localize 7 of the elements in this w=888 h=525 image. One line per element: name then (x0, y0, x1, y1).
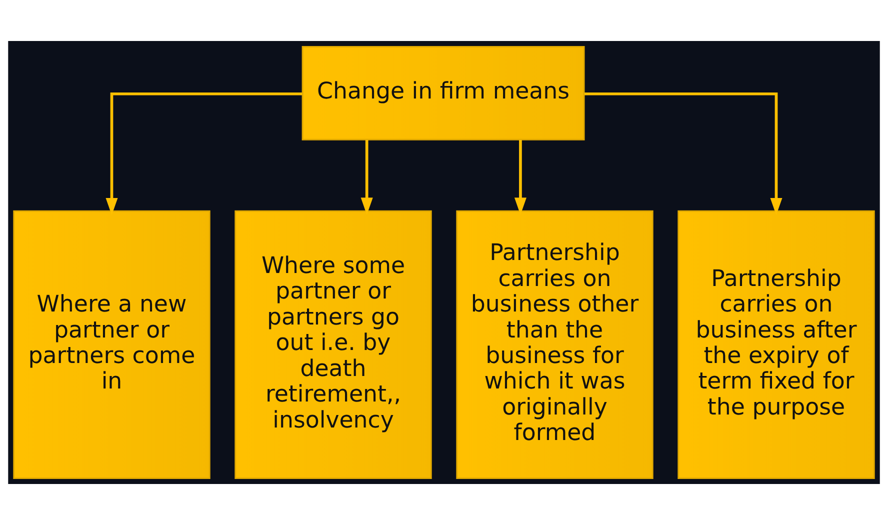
arrow (514, 140, 526, 215)
node-box: Partnership carries on business other than the business for which it was originally formed (456, 210, 654, 479)
arrow (360, 140, 373, 215)
node-box: Where a new partner or partners come in (13, 210, 210, 479)
node-box: Where some partner or partners go out i.e. by death retirement,, insolvency (234, 210, 432, 479)
node-box: Partnership carries on business after the expiry of term fixed for the purpose (678, 210, 875, 479)
node-box: Change in firm means (302, 46, 585, 140)
